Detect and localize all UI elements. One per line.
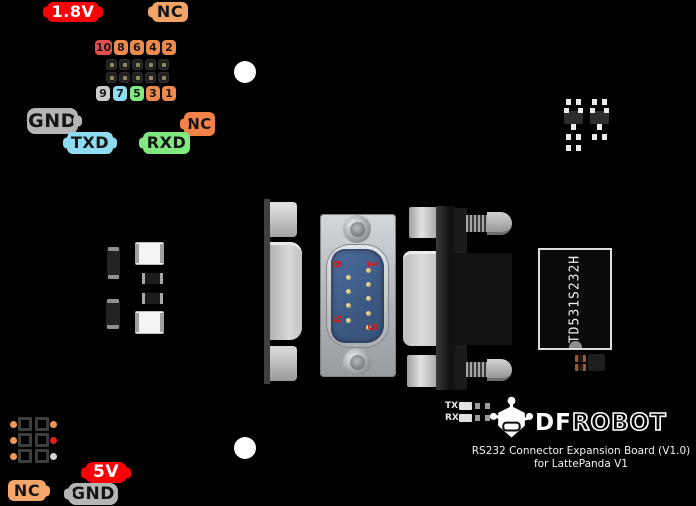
board-title-line2: for LattePanda V1 xyxy=(533,458,628,470)
db9-insert xyxy=(331,249,384,343)
label-gnd-top: GND xyxy=(27,108,78,134)
jack-screw-thread-top xyxy=(466,215,487,232)
chip-pin1-notch xyxy=(569,341,582,348)
db9-shell xyxy=(326,244,389,348)
pin-number-4: 4 xyxy=(146,40,160,55)
sot23-transistor xyxy=(564,108,583,130)
label-5v: 5V xyxy=(85,462,127,483)
dfrobot-logo-icon xyxy=(489,396,534,438)
db9-pin6-mark: 6 xyxy=(330,259,345,269)
rs232-transceiver-chip: TD531S232H xyxy=(538,248,612,350)
capacitor xyxy=(575,364,586,371)
db9-pin9-mark: 9 xyxy=(330,314,345,324)
label-gnd-bottom: GND xyxy=(68,483,118,505)
db9-pin5-mark: 5 xyxy=(365,322,380,332)
label-nc-bottom: NC xyxy=(8,480,46,501)
label-txd: TXD xyxy=(67,132,113,154)
pin-number-7: 7 xyxy=(113,86,127,101)
mounting-hole-bottom xyxy=(234,437,256,459)
pin-number-10: 10 xyxy=(95,40,112,55)
brand-df: DF xyxy=(535,410,572,436)
db9-screw-top xyxy=(343,215,371,243)
sot23-transistor xyxy=(590,108,609,130)
pin-number-3: 3 xyxy=(146,86,160,101)
pin-number-6: 6 xyxy=(130,40,144,55)
tx-led xyxy=(459,402,472,410)
jack-screw-bottom xyxy=(487,359,512,381)
label-nc-mid: NC xyxy=(184,112,215,136)
board-title-line1: RS232 Connector Expansion Board (V1.0) xyxy=(471,445,691,457)
tx-resistor xyxy=(475,403,490,409)
tx-label: TX xyxy=(445,401,459,411)
pin-number-2: 2 xyxy=(162,40,176,55)
pin-number-5: 5 xyxy=(130,86,144,101)
label-rxd: RXD xyxy=(143,132,190,154)
brand-robot: ROBOT xyxy=(571,410,667,436)
jack-screw-top xyxy=(487,212,512,235)
mounting-hole-top xyxy=(234,61,256,83)
db9-pin1-mark: 1 xyxy=(365,259,380,269)
jack-screw-thread-bottom xyxy=(466,362,487,377)
label-1v8: 1.8V xyxy=(47,2,99,22)
rx-label: RX xyxy=(445,413,459,423)
capacitor xyxy=(575,355,586,362)
label-nc-top: NC xyxy=(152,2,188,22)
smd-component xyxy=(588,354,605,371)
db9-connector-front xyxy=(320,214,396,377)
db9-screw-bottom xyxy=(343,348,371,376)
rx-resistor xyxy=(475,415,490,421)
pin-number-9: 9 xyxy=(96,86,110,101)
dfrobot-wordmark: DFROBOT xyxy=(535,410,667,436)
rx-led xyxy=(459,414,472,422)
pin-number-1: 1 xyxy=(162,86,176,101)
pin-number-8: 8 xyxy=(114,40,128,55)
chip-part-number: TD531S232H xyxy=(567,254,583,344)
